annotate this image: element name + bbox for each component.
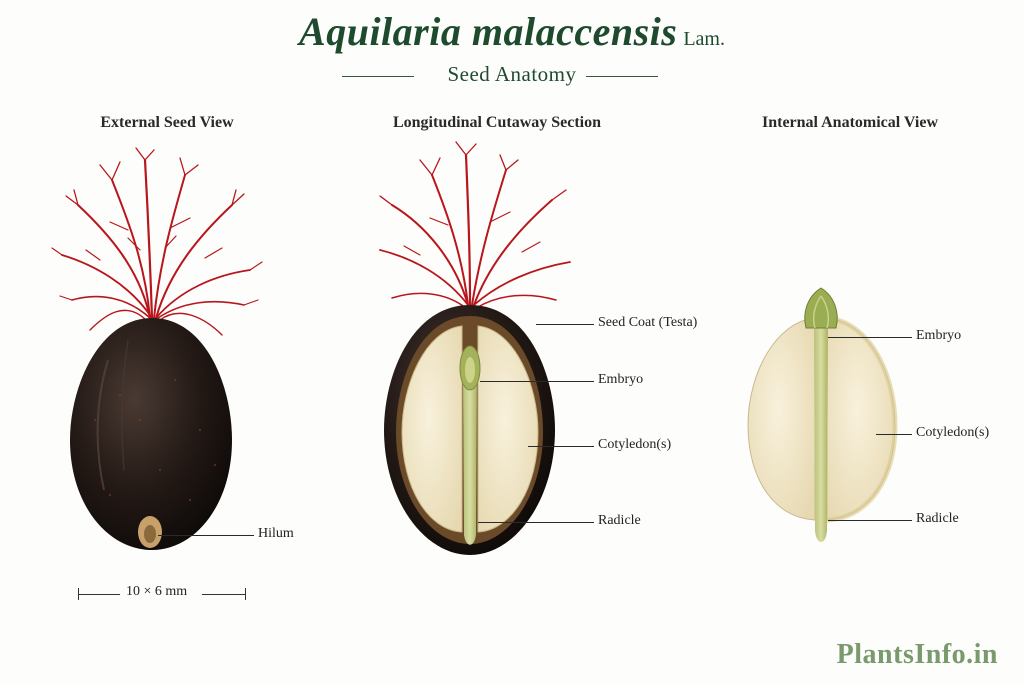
species-name: Aquilaria malaccensis: [299, 9, 678, 54]
cotyledon-internal-leader-line: [876, 434, 912, 435]
radicle-internal-leader-line: [828, 520, 912, 521]
figure-subtitle: Seed Anatomy: [447, 62, 577, 86]
cotyledon-left-internal: [747, 317, 816, 521]
seed-body-dark: [70, 318, 232, 550]
label-cotyledon-cutaway: Cotyledon(s): [598, 437, 672, 452]
embryo-leader-line: [480, 381, 594, 382]
label-seed-coat: Seed Coat (Testa): [598, 315, 698, 330]
panel-heading-internal: Internal Anatomical View: [762, 114, 938, 131]
panel-heading-external: External Seed View: [100, 114, 234, 131]
cotyledon-leader-line: [528, 446, 594, 447]
cotyledon-right-cut: [477, 325, 539, 533]
label-embryo-internal: Embryo: [916, 328, 962, 343]
label-hilum: Hilum: [258, 526, 294, 541]
subtitle-rule-left: [342, 76, 414, 77]
panel-heading-cutaway: Longitudinal Cutaway Section: [392, 114, 602, 131]
label-radicle-cutaway: Radicle: [598, 513, 641, 528]
embryo-plumule: [804, 287, 838, 329]
site-watermark: PlantsInfo.in: [836, 639, 998, 670]
external-seed: [51, 147, 263, 550]
embryo-internal-leader-line: [828, 337, 912, 338]
cotyledon-left-cut: [401, 325, 463, 533]
subtitle-rule-right: [586, 76, 658, 77]
label-embryo-cutaway: Embryo: [598, 372, 644, 387]
scale-tick-right: [245, 588, 246, 600]
scale-line-right: [202, 594, 245, 595]
cutaway-seed: [379, 141, 571, 555]
hilum-leader-line: [158, 535, 254, 536]
embryo-axis-internal: [814, 325, 828, 542]
scale-bar-label: 10 × 6 mm: [126, 584, 188, 599]
testa-leader-line: [536, 324, 594, 325]
internal-seed: [747, 287, 898, 542]
embryo-axis-cut: [463, 370, 477, 545]
red-appendage-2: [379, 141, 571, 309]
label-cotyledon-internal: Cotyledon(s): [916, 425, 990, 440]
radicle-leader-line: [478, 522, 594, 523]
label-radicle-internal: Radicle: [916, 511, 959, 526]
red-appendage-1: [51, 147, 263, 336]
author-abbreviation: Lam.: [683, 28, 725, 50]
cotyledon-right-internal: [826, 317, 896, 521]
scale-line-left: [78, 594, 120, 595]
